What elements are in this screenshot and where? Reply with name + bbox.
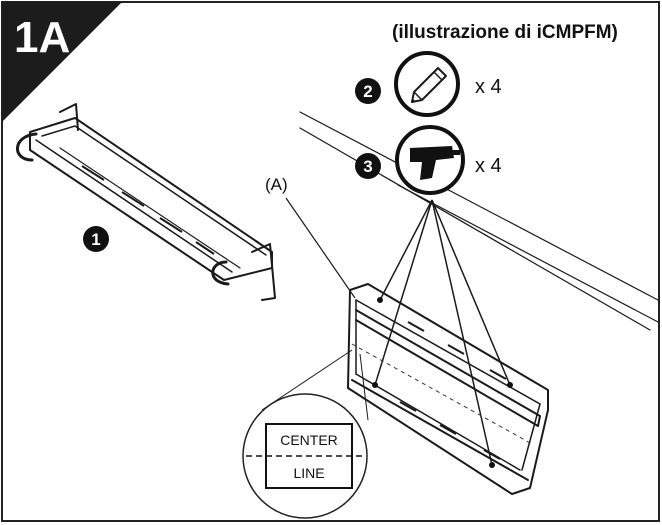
magnifier-line-right [359,353,369,421]
part-3-badge [355,153,381,179]
step-label: 1A [14,13,70,62]
header-title: (illustrazione di iCMPFM) [392,22,618,43]
pencil-tool-ring [394,51,460,117]
wall-lines [299,111,659,331]
wall-plate-rail-icon [16,103,276,301]
part-3-quantity: x 4 [475,155,502,177]
drill-icon [410,146,460,180]
detail-top-text: CENTER [280,432,338,448]
part-2-quantity: x 4 [475,76,502,98]
pencil-icon [411,67,447,103]
callout-label: (A) [265,175,288,194]
part-2-badge [355,78,381,104]
part-2-number: 2 [363,82,372,101]
part-3-number: 3 [363,157,372,176]
part-1-badge [83,226,109,252]
drill-leader-lines [374,199,511,466]
mounting-frame [347,283,549,495]
callout-leader [285,197,356,299]
detail-bottom-text: LINE [293,465,324,481]
part-1-number: 1 [91,230,100,249]
step-badge [2,2,122,122]
